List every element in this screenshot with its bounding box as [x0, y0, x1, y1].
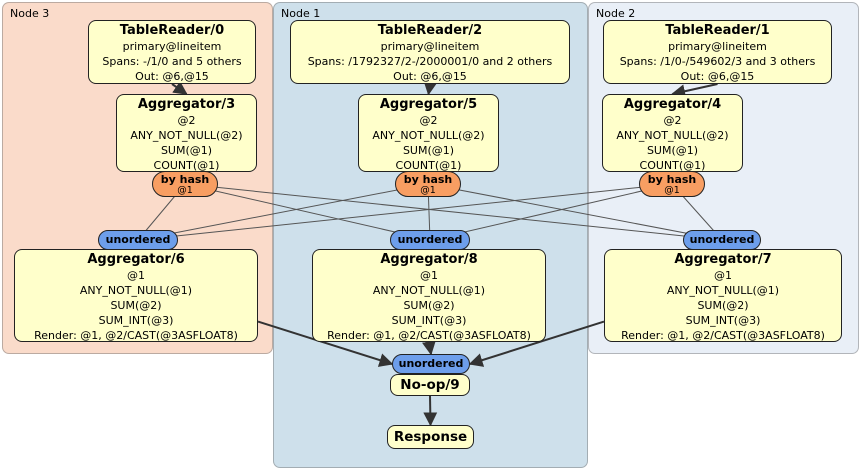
router-label: by hash — [647, 173, 697, 186]
node-detail: Out: @6,@15 — [135, 70, 209, 83]
node-detail: Out: @6,@15 — [393, 70, 467, 83]
node-detail: SUM(@1) — [646, 144, 699, 157]
node-table-reader-1: TableReader/1 primary@lineitem Spans: /1… — [603, 20, 832, 84]
region-node3-label: Node 3 — [10, 7, 50, 20]
sync-unordered-final: unordered — [392, 354, 470, 374]
node-detail: @2 — [177, 114, 196, 127]
router-label: by hash — [160, 173, 210, 186]
node-detail: SUM(@1) — [160, 144, 213, 157]
node-no-op-9: No-op/9 — [390, 374, 470, 396]
node-title: Aggregator/7 — [674, 252, 772, 267]
node-aggregator-6: Aggregator/6 @1 ANY_NOT_NULL(@1) SUM(@2)… — [14, 249, 258, 342]
node-detail: Render: @1, @2/CAST(@3ASFLOAT8) — [34, 329, 238, 342]
node-aggregator-7: Aggregator/7 @1 ANY_NOT_NULL(@1) SUM(@2)… — [604, 249, 842, 342]
router-label: by hash — [403, 173, 453, 186]
node-detail: SUM_INT(@3) — [98, 314, 174, 327]
node-aggregator-8: Aggregator/8 @1 ANY_NOT_NULL(@1) SUM(@2)… — [312, 249, 546, 342]
node-detail: primary@lineitem — [668, 40, 767, 53]
node-detail: COUNT(@1) — [639, 159, 706, 172]
node-detail: ANY_NOT_NULL(@1) — [666, 284, 780, 297]
node-detail: @1 — [420, 269, 438, 282]
node-detail: ANY_NOT_NULL(@1) — [79, 284, 193, 297]
node-detail: @2 — [663, 114, 682, 127]
node-aggregator-3: Aggregator/3 @2 ANY_NOT_NULL(@2) SUM(@1)… — [116, 94, 257, 172]
node-detail: COUNT(@1) — [395, 159, 462, 172]
router-hash-column: @1 — [177, 185, 193, 196]
node-detail: ANY_NOT_NULL(@2) — [616, 129, 729, 142]
node-title: Aggregator/8 — [380, 252, 478, 267]
node-detail: Render: @1, @2/CAST(@3ASFLOAT8) — [327, 329, 531, 342]
node-title: TableReader/2 — [377, 23, 483, 38]
node-detail: @2 — [419, 114, 438, 127]
node-table-reader-2: TableReader/2 primary@lineitem Spans: /1… — [290, 20, 570, 84]
node-title: Aggregator/3 — [137, 97, 236, 112]
node-detail: ANY_NOT_NULL(@2) — [130, 129, 243, 142]
node-detail: primary@lineitem — [122, 40, 222, 53]
node-title: Aggregator/4 — [623, 97, 722, 112]
sync-unordered-1: unordered — [98, 230, 178, 250]
node-detail: SUM(@1) — [402, 144, 455, 157]
node-detail: Out: @6,@15 — [680, 70, 755, 83]
node-aggregator-4: Aggregator/4 @2 ANY_NOT_NULL(@2) SUM(@1)… — [602, 94, 743, 172]
node-detail: SUM(@2) — [697, 299, 749, 312]
node-detail: Spans: /1/0-/549602/3 and 3 others — [619, 55, 816, 68]
router-hash-column: @1 — [664, 185, 680, 196]
node-title: Response — [393, 429, 468, 445]
region-node2-label: Node 2 — [596, 7, 636, 20]
router-by-hash-1: by hash @1 — [152, 171, 218, 197]
node-title: No-op/9 — [400, 377, 460, 393]
node-table-reader-0: TableReader/0 primary@lineitem Spans: -/… — [88, 20, 256, 84]
node-detail: SUM(@2) — [110, 299, 162, 312]
node-aggregator-5: Aggregator/5 @2 ANY_NOT_NULL(@2) SUM(@1)… — [358, 94, 499, 172]
node-detail: Spans: /1792327/2-/2000001/0 and 2 other… — [307, 55, 553, 68]
node-title: TableReader/1 — [665, 23, 770, 38]
node-response: Response — [387, 425, 474, 449]
node-title: TableReader/0 — [119, 23, 225, 38]
node-detail: ANY_NOT_NULL(@1) — [372, 284, 486, 297]
sync-unordered-2: unordered — [390, 230, 470, 250]
node-detail: ANY_NOT_NULL(@2) — [372, 129, 485, 142]
node-detail: SUM_INT(@3) — [685, 314, 761, 327]
node-detail: Render: @1, @2/CAST(@3ASFLOAT8) — [621, 329, 825, 342]
router-by-hash-3: by hash @1 — [639, 171, 705, 197]
router-hash-column: @1 — [420, 185, 436, 196]
node-title: Aggregator/6 — [87, 252, 185, 267]
node-detail: @1 — [127, 269, 145, 282]
node-detail: COUNT(@1) — [153, 159, 220, 172]
node-detail: @1 — [714, 269, 732, 282]
node-title: Aggregator/5 — [379, 97, 478, 112]
region-node1-label: Node 1 — [281, 7, 321, 20]
sync-unordered-3: unordered — [683, 230, 761, 250]
node-detail: SUM_INT(@3) — [391, 314, 467, 327]
node-detail: Spans: -/1/0 and 5 others — [102, 55, 242, 68]
node-detail: primary@lineitem — [380, 40, 480, 53]
node-detail: SUM(@2) — [403, 299, 455, 312]
router-by-hash-2: by hash @1 — [395, 171, 461, 197]
